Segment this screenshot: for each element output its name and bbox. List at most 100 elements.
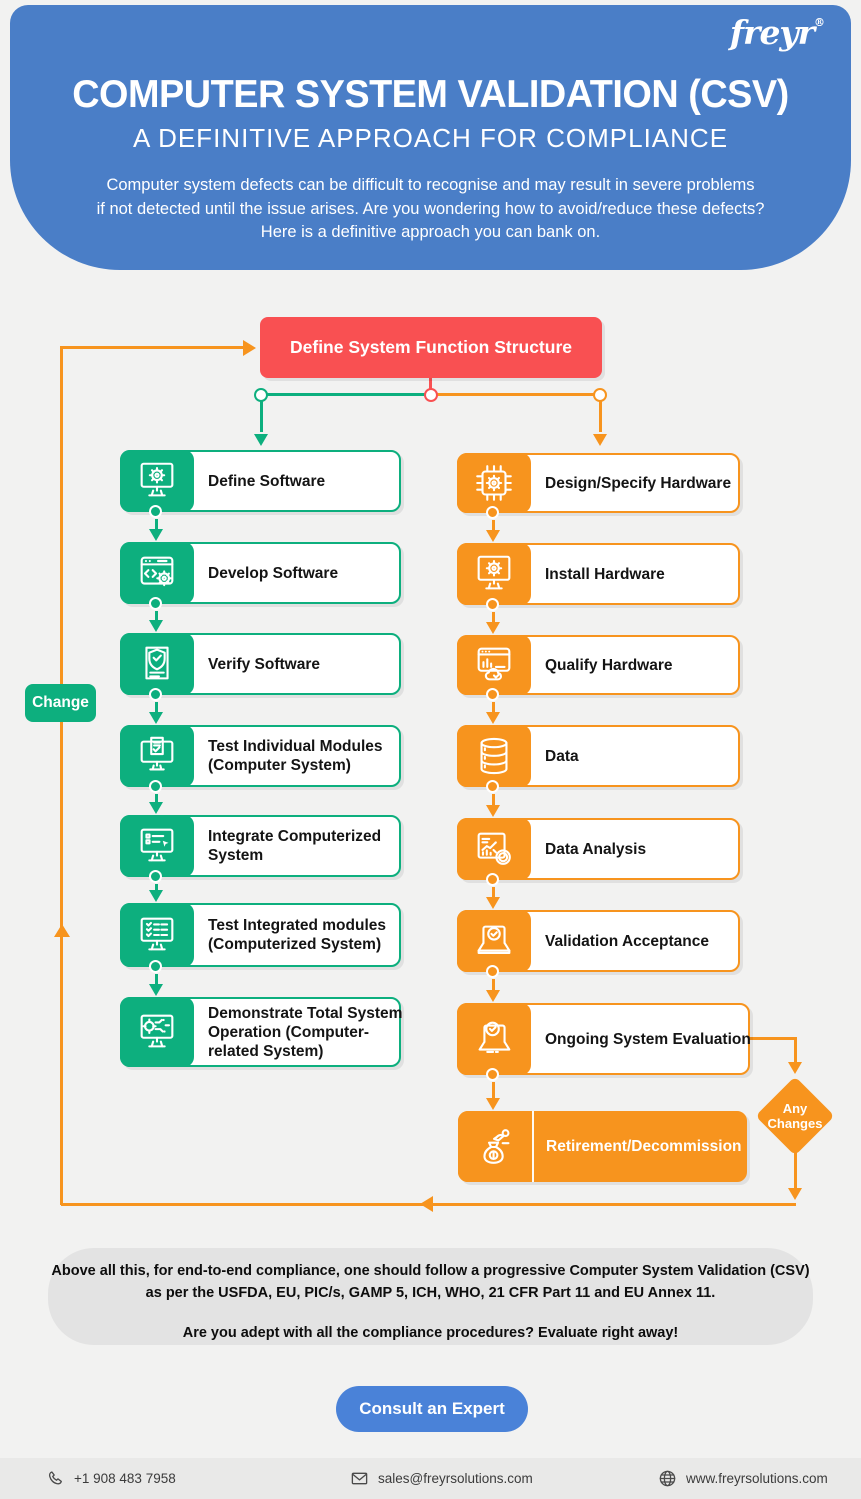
intro-line: Here is a definitive approach you can ba… (260, 223, 601, 241)
flow-connector-dot (149, 780, 162, 793)
hardware-step-box: Install Hardware (457, 543, 740, 605)
intro-line: Computer system defects can be difficult… (106, 176, 755, 194)
flow-connector-line (491, 887, 495, 897)
flow-connector-arrow (486, 897, 500, 909)
root-step-define-system-function-structure: Define System Function Structure (260, 317, 602, 378)
footer-bar: +1 908 483 7958 sales@freyrsolutions.com… (0, 1458, 861, 1499)
flow-connector-line (491, 1082, 495, 1098)
flow-connector-arrow (486, 1098, 500, 1110)
flow-connector-line (491, 520, 495, 530)
summary-line: as per the USFDA, EU, PIC/s, GAMP 5, ICH… (145, 1285, 716, 1301)
any-changes-label: Any Changes (767, 1101, 823, 1131)
summary-box: Above all this, for end-to-end complianc… (48, 1248, 813, 1345)
flow-connector-dot (149, 597, 162, 610)
flow-connector-arrow (486, 530, 500, 542)
flow-connector-line (491, 612, 495, 622)
flow-connector-line (491, 979, 495, 990)
flow-step-label: Verify Software (208, 655, 320, 673)
flow-connector-dot (486, 1068, 499, 1081)
decision-stub-vertical (794, 1037, 797, 1064)
summary-line: Are you adept with all the compliance pr… (182, 1325, 679, 1341)
hardware-step-box: Ongoing System Evaluation (457, 1003, 751, 1075)
chip-gear-icon (457, 453, 531, 513)
hardware-step-box: Data (457, 725, 740, 787)
flow-step-label: Validation Acceptance (545, 932, 709, 950)
document-shield-check-icon (120, 633, 194, 695)
flow-connector-dot (486, 965, 499, 978)
footer-phone[interactable]: +1 908 483 7958 (46, 1458, 176, 1499)
flow-connector-arrow (149, 712, 163, 724)
flow-connector-arrow (486, 622, 500, 634)
registered-mark: ® (814, 16, 825, 29)
monitor-checklist-icon (120, 903, 194, 967)
database-icon (457, 725, 531, 787)
loop-line-top (61, 346, 243, 349)
software-step-box: Test Individual Modules(Computer System) (120, 725, 401, 787)
monitor-integrate-list-icon (120, 815, 194, 877)
decision-arrow-in (788, 1062, 802, 1074)
monitor-gear-icon (457, 543, 531, 605)
loop-arrow-left (420, 1196, 433, 1212)
flow-step-label: Test Individual Modules(Computer System) (208, 738, 383, 774)
phone-icon (48, 1471, 62, 1485)
drop-arrow-hardware (593, 434, 607, 446)
flow-step-label: Design/Specify Hardware (545, 474, 732, 492)
moneybag-hand-icon (458, 1111, 534, 1182)
footer-website[interactable]: www.freyrsolutions.com (658, 1458, 828, 1499)
loop-line-left (60, 346, 63, 1205)
software-step-box: Test Integrated modules(Computerized Sys… (120, 903, 401, 967)
hardware-step-box: Validation Acceptance (457, 910, 740, 972)
decision-arrow-out (788, 1188, 802, 1200)
flow-connector-line (154, 974, 158, 984)
flow-connector-arrow (486, 990, 500, 1002)
hardware-step-box: Design/Specify Hardware (457, 453, 740, 513)
flow-connector-line (491, 702, 495, 712)
footer-email[interactable]: sales@freyrsolutions.com (350, 1458, 533, 1499)
flow-connector-arrow (486, 805, 500, 817)
junction-node-root (424, 388, 438, 402)
page-title: COMPUTER SYSTEM VALIDATION (CSV) (72, 73, 789, 116)
flow-connector-arrow (149, 890, 163, 902)
intro-line: if not detected until the issue arises. … (96, 199, 765, 218)
flow-connector-dot (149, 505, 162, 518)
header-banner: freyr® COMPUTER SYSTEM VALIDATION (CSV) … (10, 5, 851, 270)
drop-line-software (260, 400, 263, 432)
page-subtitle: A DEFINITIVE APPROACH FOR COMPLIANCE (132, 123, 729, 153)
loop-arrow-into-root (243, 340, 256, 356)
browser-chart-cloud-icon (457, 635, 531, 695)
consult-expert-button[interactable]: Consult an Expert (336, 1386, 528, 1432)
junction-line-software (261, 393, 431, 396)
flow-step-label: Retirement/Decommission (546, 1138, 742, 1155)
browser-code-gear-icon (120, 542, 194, 604)
root-stub-line (429, 378, 432, 392)
flow-connector-dot (486, 688, 499, 701)
intro-text: Computer system defects can be difficult… (10, 174, 851, 245)
chart-magnifier-icon (457, 818, 531, 880)
hardware-step-box: Data Analysis (457, 818, 740, 880)
software-step-box: Verify Software (120, 633, 401, 695)
flow-connector-arrow (149, 620, 163, 632)
decision-stub-horizontal (750, 1037, 796, 1040)
flow-connector-line (154, 611, 158, 620)
loop-arrow-up (54, 924, 70, 937)
drop-line-hardware (599, 400, 602, 432)
junction-line-hardware (431, 393, 600, 396)
laptop-clock-check-icon (457, 1003, 531, 1075)
monitor-circuit-gear-icon (120, 997, 194, 1067)
flow-connector-dot (149, 960, 162, 973)
flow-connector-line (154, 794, 158, 802)
flow-step-label: Qualify Hardware (545, 656, 673, 674)
flow-connector-dot (486, 598, 499, 611)
flow-step-label: Develop Software (208, 564, 339, 582)
laptop-check-icon (457, 910, 531, 972)
flow-connector-dot (149, 870, 162, 883)
envelope-icon (351, 1472, 368, 1485)
flow-connector-arrow (149, 984, 163, 996)
flow-step-label: Ongoing System Evaluation (545, 1030, 751, 1048)
flow-connector-line (154, 884, 158, 890)
flow-connector-dot (486, 780, 499, 793)
